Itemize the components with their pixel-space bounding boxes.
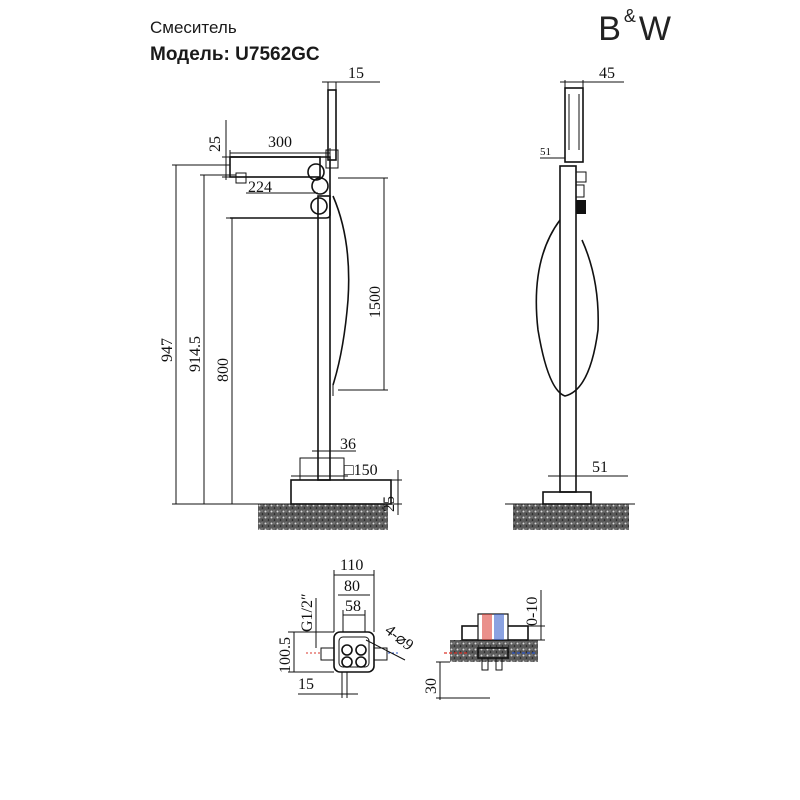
section-view: 0-10 30: [423, 590, 545, 700]
dim-plan-thread: G1/2″: [299, 593, 316, 632]
dim-handshower-width: 15: [348, 65, 364, 82]
front-column: [317, 195, 331, 481]
front-knob-upper: [307, 163, 325, 181]
brand-logo: B&W: [598, 6, 672, 48]
dim-base-thickness: 25: [381, 496, 398, 512]
model-number: Модель: U7562GC: [150, 44, 320, 65]
dim-side-head: 51: [540, 146, 551, 158]
dim-plan-110: 110: [340, 557, 363, 574]
dim-spout-height: 25: [207, 136, 224, 152]
dim-side-handshower: 45: [599, 65, 615, 82]
side-ground: [513, 504, 629, 530]
dim-base-size: □150: [344, 462, 378, 479]
side-handshower: [564, 87, 584, 163]
front-diverter: [310, 197, 328, 215]
dim-section-30: 30: [423, 678, 440, 694]
dim-total-height: 947: [159, 338, 176, 362]
dim-plan-1005: 100.5: [277, 637, 294, 673]
plan-view: 110 80 58 G1/2″ 100.5 4-⌀9 15: [277, 557, 416, 698]
dim-plan-80: 80: [344, 578, 360, 595]
front-floor-flange: [299, 457, 345, 481]
side-hose: [535, 219, 599, 397]
dim-outlet-height: 914.5: [187, 336, 204, 372]
section-ground: [450, 640, 538, 662]
dim-column-diameter: 36: [340, 436, 356, 453]
side-column: [559, 165, 577, 493]
side-view: 45 51 51: [505, 65, 635, 530]
front-spout: [229, 156, 321, 178]
dim-plan-15: 15: [298, 676, 314, 693]
dim-side-column: 51: [592, 459, 608, 476]
dim-column-height: 800: [215, 358, 232, 382]
product-type: Смеситель: [150, 18, 237, 37]
dim-section-010: 0-10: [524, 597, 541, 626]
side-base-plate: [542, 491, 592, 505]
front-knob-lower: [311, 177, 329, 195]
front-handshower: [327, 89, 337, 161]
front-ground: [258, 504, 388, 530]
side-diverter: [576, 200, 586, 214]
dim-plan-58: 58: [345, 598, 361, 615]
front-hose: [332, 195, 350, 386]
front-body: [230, 156, 331, 219]
front-view: 15 300 25 224 947 914.5 800 1500: [159, 65, 402, 530]
front-base-plate: [290, 479, 392, 505]
dim-spout-offset: 224: [248, 179, 272, 196]
dim-hose-length: 1500: [367, 286, 384, 318]
dim-spout-reach: 300: [268, 134, 292, 151]
